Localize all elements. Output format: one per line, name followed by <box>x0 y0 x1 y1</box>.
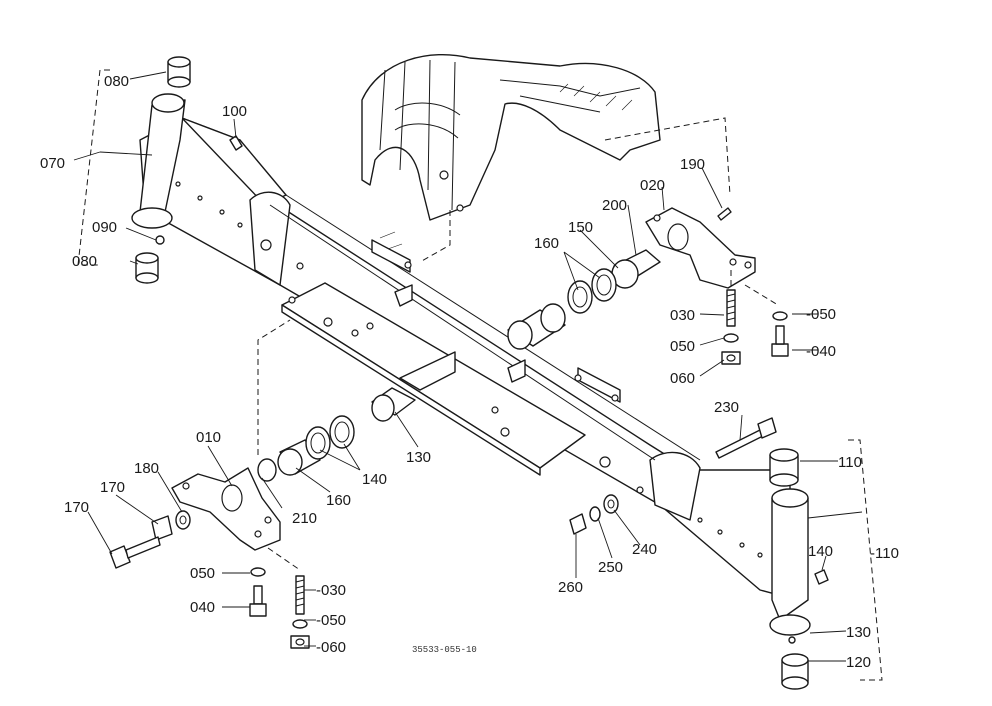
label-240: 230 <box>714 399 739 416</box>
label-090: 090 <box>92 219 117 236</box>
label-130-visible: 130 <box>846 624 871 641</box>
bolt-040-left <box>249 585 267 617</box>
leader-lines <box>73 71 863 662</box>
label-190: 170 <box>64 499 89 516</box>
label-080-bottom: 080 <box>72 253 97 270</box>
bolt-210 <box>717 207 732 221</box>
label-230: 240 <box>632 541 657 558</box>
label-080-top: 080 <box>104 73 129 90</box>
label-030-left: -030 <box>316 582 346 599</box>
label-170-right: 160 <box>534 235 559 252</box>
grease-fitting-100 <box>229 135 243 151</box>
label-150: 130 <box>406 449 431 466</box>
group-bracket-left <box>77 69 110 266</box>
label-070: 070 <box>40 155 65 172</box>
label-030-right: 030 <box>670 307 695 324</box>
bolt-040-right <box>771 325 789 357</box>
label-140: 140 <box>808 543 833 560</box>
washer-050-left-b <box>292 619 308 629</box>
transmission-housing <box>361 54 731 263</box>
label-100: 100 <box>222 103 247 120</box>
front-pivot-bracket-010 <box>171 467 281 551</box>
label-050-left-a: 050 <box>190 565 215 582</box>
label-260: 260 <box>558 579 583 596</box>
seals-160-170-right <box>567 268 617 314</box>
center-support-plate <box>281 261 619 476</box>
right-axle-tube-110 <box>769 488 811 636</box>
bushing-080-top <box>167 56 191 88</box>
label-050-left-b: -050 <box>316 612 346 629</box>
label-250: 250 <box>598 559 623 576</box>
bushing-220-right <box>611 249 661 289</box>
label-060-left: -060 <box>316 639 346 656</box>
bolt-240 <box>715 417 777 459</box>
nut-060-right <box>721 351 741 365</box>
label-060-right: 060 <box>670 370 695 387</box>
label-180: 170 <box>100 479 125 496</box>
stud-030-left <box>295 575 305 615</box>
seals-170-left <box>305 415 355 460</box>
label-120-top: 110 <box>838 454 862 471</box>
bushing-120-top <box>769 448 799 487</box>
label-200: 180 <box>134 460 159 477</box>
bushing-220-left <box>257 458 277 482</box>
bolt-190 <box>109 536 161 569</box>
label-040-right: -040 <box>806 343 836 360</box>
label-220-right: 200 <box>602 197 627 214</box>
label-050-right-b: -050 <box>806 306 836 323</box>
bushing-120-bottom <box>781 653 809 690</box>
center-pivot-shaft-150 <box>371 303 566 422</box>
nut-060-left <box>290 635 310 649</box>
rear-pivot-bracket-020 <box>645 207 756 289</box>
washer-200 <box>175 510 191 530</box>
label-120-bottom: 120 <box>846 654 871 671</box>
washer-250 <box>589 506 601 522</box>
washer-230 <box>603 494 619 514</box>
grease-fitting-140 <box>814 569 829 585</box>
grease-fitting-130 <box>788 636 796 644</box>
label-010: 010 <box>196 429 221 446</box>
label-170-left: 140 <box>362 471 387 488</box>
drawing-code: 35533-055-10 <box>412 645 477 655</box>
stud-030-right <box>726 289 736 327</box>
grease-fitting-090 <box>155 235 165 245</box>
nut-180 <box>151 515 173 541</box>
label-020: 020 <box>640 177 665 194</box>
group-bracket-right <box>848 439 883 681</box>
label-220-left: 210 <box>292 510 317 527</box>
nut-260 <box>569 513 587 535</box>
label-040-left: 040 <box>190 599 215 616</box>
left-axle-tube-070 <box>131 93 186 229</box>
washer-050-left-a <box>250 567 266 577</box>
label-110-visible: -110 <box>870 545 899 562</box>
washer-050-right-b <box>772 311 788 321</box>
label-050-right-a: 050 <box>670 338 695 355</box>
label-160-right: 150 <box>568 219 593 236</box>
bushing-080-bottom <box>135 252 159 284</box>
washer-050-right-a <box>723 333 739 343</box>
part-labels: 080 070 090 080 100 190 020 200 150 160 … <box>40 73 899 671</box>
label-160-left: 160 <box>326 492 351 509</box>
label-210: 190 <box>680 156 705 173</box>
